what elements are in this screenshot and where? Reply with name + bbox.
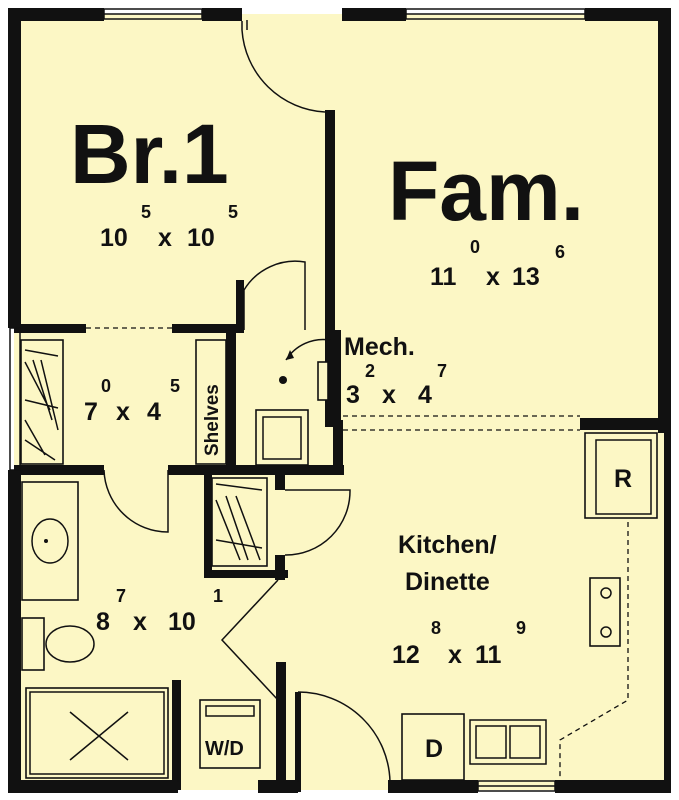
bath-w-in: 7 xyxy=(116,586,126,606)
bedroom-w-ft: 10 xyxy=(100,224,128,252)
family-w-ft: 11 xyxy=(430,263,457,291)
bath-fixtures xyxy=(21,481,169,779)
bath-w-ft: 8 xyxy=(96,608,110,636)
kitchen-h-in: 9 xyxy=(516,618,526,638)
walls xyxy=(8,8,671,793)
kitchen-name-line1: Kitchen/ xyxy=(398,531,497,559)
mech-w-ft: 3 xyxy=(346,381,360,409)
dishwasher-label: D xyxy=(425,735,443,763)
bedroom-h-in: 5 xyxy=(228,202,238,222)
bedroom-name: Br.1 xyxy=(70,107,229,201)
closet-h-in: 5 xyxy=(170,376,180,396)
family-name: Fam. xyxy=(388,144,584,238)
mech-name: Mech. xyxy=(344,333,415,361)
bedroom-x: x xyxy=(158,224,172,252)
mech-w-in: 2 xyxy=(365,361,375,381)
kitchen-w-in: 8 xyxy=(431,618,441,638)
closet-racks xyxy=(20,339,268,567)
bath-x: x xyxy=(133,608,147,636)
bedroom-h-ft: 10 xyxy=(187,224,215,252)
shelves-box xyxy=(195,339,227,465)
closet-h-ft: 4 xyxy=(147,398,161,426)
family-h-in: 6 xyxy=(555,242,565,262)
doors xyxy=(103,20,391,783)
windows xyxy=(9,8,586,792)
bedroom-w-in: 5 xyxy=(141,202,151,222)
washer-dryer-label: W/D xyxy=(205,738,244,760)
refrigerator-label: R xyxy=(614,465,632,493)
mech-x: x xyxy=(382,381,396,409)
kitchen-w-ft: 12 xyxy=(392,641,420,669)
kitchen-x: x xyxy=(448,641,462,669)
bath-h-ft: 10 xyxy=(168,608,196,636)
family-x: x xyxy=(486,263,500,291)
family-h-ft: 13 xyxy=(512,263,540,291)
kitchen-name-line2: Dinette xyxy=(405,568,490,596)
closet-x: x xyxy=(116,398,130,426)
mech-h-in: 7 xyxy=(437,361,447,381)
bath-h-in: 1 xyxy=(213,586,223,606)
family-w-in: 0 xyxy=(470,237,480,257)
kitchen-h-ft: 11 xyxy=(475,641,502,669)
dashed-lines xyxy=(86,327,629,780)
kitchen-fixtures xyxy=(199,432,658,781)
closet-w-in: 0 xyxy=(101,376,111,396)
mech-equipment xyxy=(255,338,331,466)
mech-h-ft: 4 xyxy=(418,381,432,409)
closet-w-ft: 7 xyxy=(84,398,98,426)
shelves-label: Shelves xyxy=(202,384,223,456)
room-labels: Br.1 10 5 x 10 5 Fam. 11 0 x 13 6 Mech. … xyxy=(70,107,632,763)
